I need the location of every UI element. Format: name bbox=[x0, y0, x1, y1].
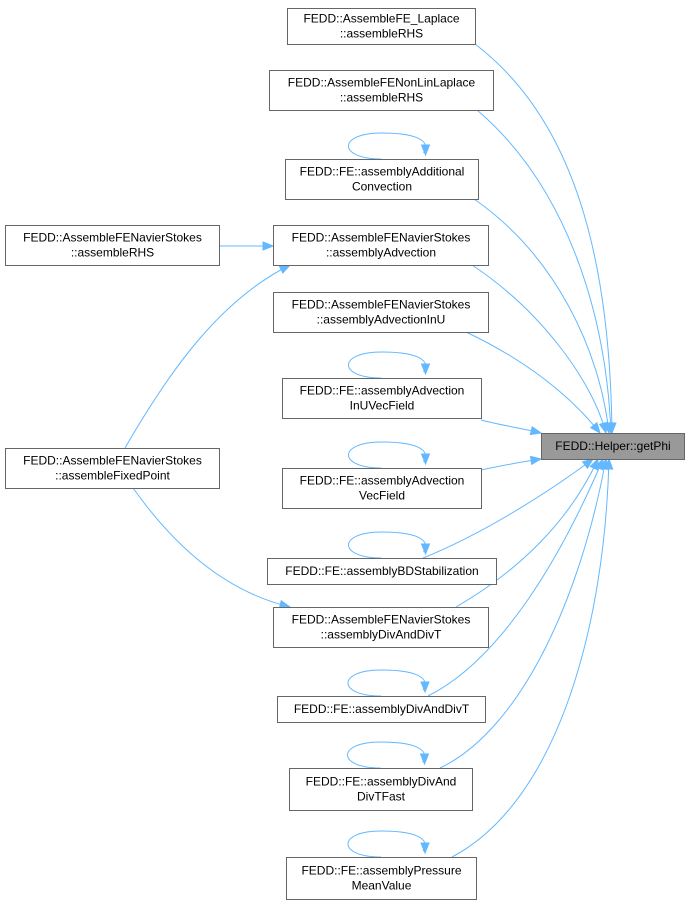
self-loop-edge-n_adv_inu_vec bbox=[348, 351, 427, 379]
arrowhead-n_ns_fixed-to-n_ns_adv bbox=[278, 264, 292, 274]
self-loop-edge-n_fe_pressure bbox=[347, 830, 426, 858]
self-loop-arrowhead-n_fe_div_fast bbox=[419, 753, 430, 766]
node-label-line: ::assembleRHS bbox=[71, 246, 154, 260]
caller-node-n_ns_rhs[interactable]: FEDD::AssembleFENavierStokes::assembleRH… bbox=[5, 225, 220, 266]
caller-node-n_fe_div[interactable]: FEDD::FE::assemblyDivAndDivT bbox=[277, 696, 486, 723]
node-label-line: FEDD::AssembleFENavierStokes bbox=[292, 231, 471, 245]
node-label-line: FEDD::AssembleFENavierStokes bbox=[292, 298, 471, 312]
node-label-line: FEDD::FE::assemblyAdvection bbox=[300, 384, 465, 398]
arrowhead-n_ns_adv-to-target bbox=[598, 421, 608, 435]
call-edge-n_ns_fixed-to-n_ns_adv bbox=[124, 264, 291, 449]
node-box bbox=[5, 448, 220, 489]
call-edge-n_fe_laplace-to-target bbox=[474, 43, 613, 434]
node-box bbox=[282, 378, 482, 419]
node-label-line: DivTFast bbox=[357, 790, 406, 804]
arrowhead-n_ns_rhs-to-n_ns_adv bbox=[262, 241, 275, 251]
node-label-line: ::assemblyAdvection bbox=[326, 246, 436, 260]
node-label-line: InUVecField bbox=[350, 399, 415, 413]
call-edge-n_ns_div-to-target bbox=[455, 458, 599, 608]
node-label-line: FEDD::FE::assemblyDivAnd bbox=[306, 775, 457, 789]
node-label-line: Convection bbox=[352, 180, 412, 194]
node-label-line: VecField bbox=[359, 489, 405, 503]
call-edge-n_fe_div_fast-to-target bbox=[439, 458, 607, 769]
arrowhead-n_ns_advInU-to-target bbox=[589, 421, 601, 435]
caller-node-n_ns_div[interactable]: FEDD::AssembleFENavierStokes::assemblyDi… bbox=[273, 607, 489, 648]
call-edge-n_bd_stab-to-target bbox=[422, 458, 594, 559]
caller-node-n_ns_advInU[interactable]: FEDD::AssembleFENavierStokes::assemblyAd… bbox=[273, 292, 489, 333]
node-label-line: MeanValue bbox=[352, 879, 412, 893]
arrowhead-n_fe_pressure-to-target bbox=[604, 457, 614, 470]
node-label-line: FEDD::FE::assemblyPressure bbox=[301, 864, 461, 878]
node-box bbox=[541, 433, 685, 460]
self-loop-arrowhead-n_bd_stab bbox=[420, 543, 431, 556]
node-box bbox=[269, 70, 494, 111]
node-box bbox=[287, 8, 476, 45]
call-edge-n_ns_adv-to-target bbox=[471, 264, 607, 434]
node-box bbox=[273, 607, 489, 648]
caller-node-n_bd_stab[interactable]: FEDD::FE::assemblyBDStabilization bbox=[267, 558, 497, 585]
self-loop-edge-n_add_conv bbox=[348, 132, 427, 160]
self-loop-arrowhead-n_adv_inu_vec bbox=[420, 363, 431, 376]
edges-layer bbox=[124, 43, 617, 858]
node-box bbox=[267, 558, 497, 585]
node-label-line: FEDD::AssembleFENavierStokes bbox=[292, 613, 471, 627]
self-loop-edge-n_adv_vec bbox=[348, 441, 427, 469]
node-label-line: ::assembleRHS bbox=[340, 27, 423, 41]
node-box bbox=[273, 292, 489, 333]
caller-node-n_fe_laplace[interactable]: FEDD::AssembleFE_Laplace::assembleRHS bbox=[287, 8, 476, 45]
arrowhead-n_adv_vec-to-target bbox=[529, 455, 543, 466]
node-box bbox=[285, 159, 479, 200]
self-loop-arrowhead-n_add_conv bbox=[420, 144, 431, 157]
node-label-line: ::assembleFixedPoint bbox=[55, 469, 170, 483]
node-box bbox=[282, 468, 482, 509]
node-label-line: FEDD::AssembleFENavierStokes bbox=[23, 454, 202, 468]
nodes-layer: FEDD::Helper::getPhi FEDD::AssembleFE_Lap… bbox=[5, 8, 685, 900]
arrowhead-n_bd_stab-to-target bbox=[581, 458, 595, 470]
node-box bbox=[277, 696, 486, 723]
node-label-line: FEDD::FE::assemblyAdvection bbox=[300, 474, 465, 488]
self-loop-arrowhead-n_fe_pressure bbox=[420, 842, 430, 855]
caller-node-n_ns_adv[interactable]: FEDD::AssembleFENavierStokes::assemblyAd… bbox=[273, 225, 489, 266]
node-label-line: ::assemblyDivAndDivT bbox=[321, 628, 442, 642]
focus-node-getphi: FEDD::Helper::getPhi bbox=[541, 433, 685, 460]
call-edge-n_ns_advInU-to-target bbox=[465, 331, 601, 434]
node-box bbox=[273, 225, 489, 266]
call-edge-n_add_conv-to-target bbox=[473, 198, 610, 434]
caller-node-n_fe_nonlin[interactable]: FEDD::AssembleFENonLinLaplace::assembleR… bbox=[269, 70, 494, 111]
node-label-line: FEDD::FE::assemblyAdditional bbox=[300, 165, 465, 179]
self-loop-edge-n_fe_div_fast bbox=[347, 741, 426, 769]
node-label-line: FEDD::AssembleFENavierStokes bbox=[23, 231, 202, 245]
caller-node-n_ns_fixed[interactable]: FEDD::AssembleFENavierStokes::assembleFi… bbox=[5, 448, 220, 489]
self-loop-edge-n_fe_div bbox=[347, 669, 426, 697]
call-edge-n_fe_div-to-target bbox=[427, 458, 604, 697]
node-box bbox=[5, 225, 220, 266]
node-box bbox=[286, 857, 477, 900]
node-box bbox=[289, 768, 473, 811]
call-edge-n_fe_pressure-to-target bbox=[451, 458, 610, 858]
call-edge-n_fe_nonlin-to-target bbox=[476, 109, 612, 434]
call-edge-n_ns_fixed-to-n_ns_div bbox=[132, 487, 291, 608]
node-label-line: ::assembleRHS bbox=[340, 91, 423, 105]
arrowhead-n_adv_inu_vec-to-target bbox=[529, 425, 543, 436]
node-label-line: FEDD::Helper::getPhi bbox=[555, 439, 670, 453]
node-label-line: FEDD::FE::assemblyDivAndDivT bbox=[294, 702, 470, 716]
node-label-line: FEDD::FE::assemblyBDStabilization bbox=[285, 564, 478, 578]
node-label-line: FEDD::AssembleFENonLinLaplace bbox=[288, 76, 476, 90]
self-loop-edge-n_bd_stab bbox=[348, 531, 427, 559]
node-label-line: ::assemblyAdvectionInU bbox=[317, 313, 446, 327]
node-label-line: FEDD::AssembleFE_Laplace bbox=[303, 12, 459, 26]
self-loop-arrowhead-n_adv_vec bbox=[420, 453, 431, 466]
self-loop-arrowhead-n_fe_div bbox=[420, 681, 430, 694]
